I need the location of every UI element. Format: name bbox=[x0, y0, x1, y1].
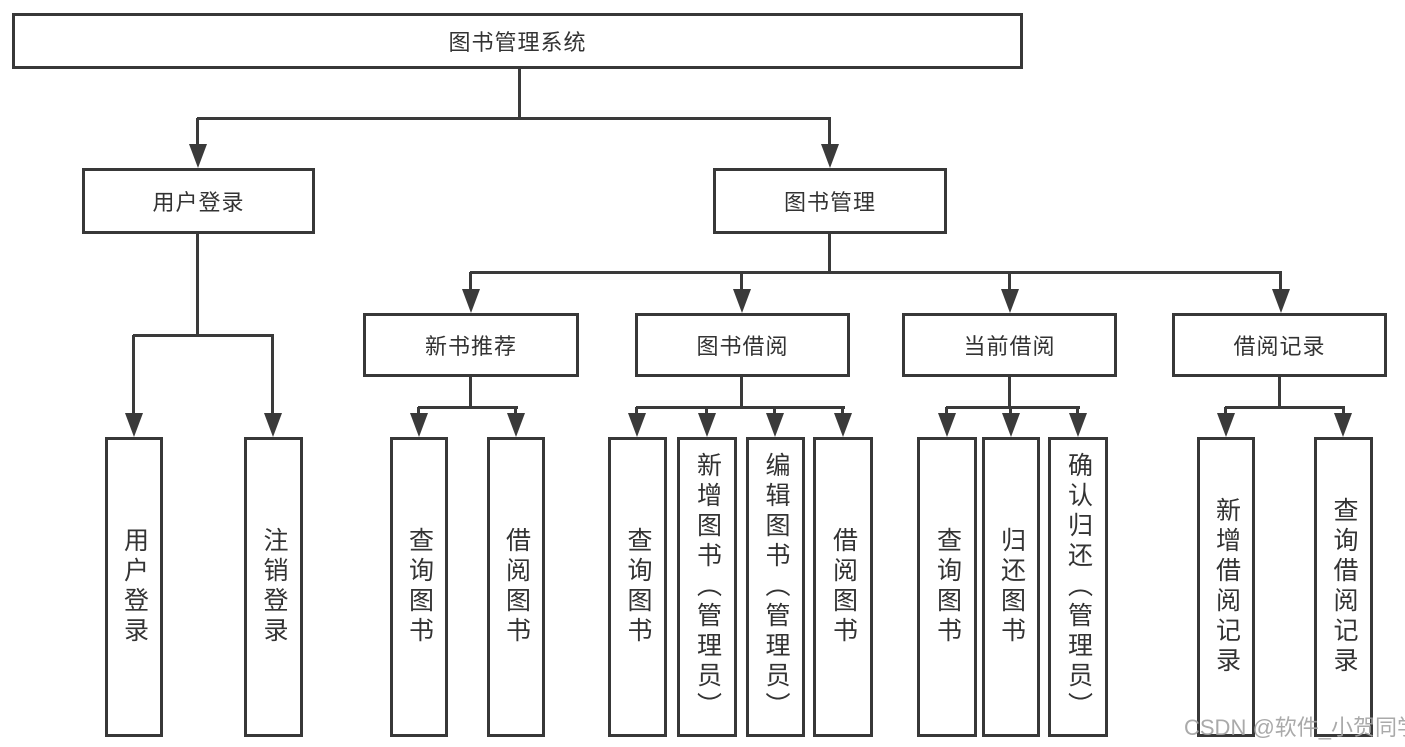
arrow-down-icon bbox=[1334, 413, 1352, 437]
h-line bbox=[418, 406, 518, 409]
leaf-query-book-recommend-label: 查询图书 bbox=[405, 527, 434, 647]
leaf-user-login-label: 用户登录 bbox=[120, 527, 149, 647]
arrow-down-icon bbox=[1272, 289, 1290, 313]
v-line bbox=[1279, 272, 1282, 290]
v-line bbox=[469, 377, 472, 409]
v-line bbox=[132, 335, 135, 415]
leaf-return-book-label: 归还图书 bbox=[997, 527, 1026, 647]
leaf-edit-book: 编辑图书（管理员） bbox=[746, 437, 805, 737]
v-line bbox=[1008, 272, 1011, 290]
arrow-down-icon bbox=[698, 413, 716, 437]
arrow-down-icon bbox=[766, 413, 784, 437]
arrow-down-icon bbox=[733, 289, 751, 313]
leaf-borrow-book-recommend-label: 借阅图书 bbox=[502, 527, 531, 647]
leaf-query-book-recommend: 查询图书 bbox=[390, 437, 448, 737]
arrow-down-icon bbox=[507, 413, 525, 437]
node-current-borrow-label: 当前借阅 bbox=[963, 334, 1056, 359]
leaf-logout-label: 注销登录 bbox=[260, 527, 288, 647]
arrow-down-icon bbox=[1001, 289, 1019, 313]
node-current-borrow: 当前借阅 bbox=[902, 313, 1117, 377]
leaf-query-current-label: 查询图书 bbox=[933, 527, 962, 647]
v-line bbox=[1224, 407, 1227, 417]
h-line bbox=[946, 406, 1080, 409]
leaf-confirm-return-label: 确认归还（管理员） bbox=[1064, 452, 1093, 722]
v-line bbox=[1278, 377, 1281, 409]
v-line bbox=[828, 233, 831, 274]
v-line bbox=[945, 407, 948, 417]
leaf-query-borrow-record: 查询借阅记录 bbox=[1314, 437, 1373, 737]
v-line bbox=[705, 407, 708, 417]
v-line bbox=[417, 407, 420, 417]
arrow-down-icon bbox=[410, 413, 428, 437]
leaf-edit-book-label: 编辑图书（管理员） bbox=[762, 452, 790, 722]
arrow-down-icon bbox=[628, 413, 646, 437]
leaf-borrow-book: 借阅图书 bbox=[813, 437, 873, 737]
node-book-borrow-label: 图书借阅 bbox=[696, 334, 789, 359]
v-line bbox=[1009, 407, 1012, 417]
v-line bbox=[773, 407, 776, 417]
h-line bbox=[636, 406, 845, 409]
v-line bbox=[635, 407, 638, 417]
v-line bbox=[271, 335, 274, 415]
leaf-add-book: 新增图书（管理员） bbox=[677, 437, 737, 737]
node-root-label: 图书管理系统 bbox=[448, 30, 587, 55]
arrow-down-icon bbox=[938, 413, 956, 437]
node-user-login: 用户登录 bbox=[82, 168, 315, 234]
v-line bbox=[518, 68, 521, 120]
arrow-down-icon bbox=[834, 413, 852, 437]
leaf-query-current: 查询图书 bbox=[917, 437, 977, 737]
v-line bbox=[1008, 377, 1011, 409]
arrow-down-icon bbox=[264, 413, 282, 437]
node-borrow-records: 借阅记录 bbox=[1172, 313, 1387, 377]
v-line bbox=[740, 272, 743, 290]
v-line bbox=[1342, 407, 1345, 417]
arrow-down-icon bbox=[189, 144, 207, 168]
v-line bbox=[196, 118, 199, 148]
leaf-user-login: 用户登录 bbox=[105, 437, 163, 737]
arrow-down-icon bbox=[462, 289, 480, 313]
node-book-management: 图书管理 bbox=[713, 168, 947, 234]
h-line bbox=[133, 334, 274, 337]
node-new-book-recommend-label: 新书推荐 bbox=[424, 334, 517, 359]
node-book-borrow: 图书借阅 bbox=[635, 313, 850, 377]
leaf-confirm-return: 确认归还（管理员） bbox=[1048, 437, 1108, 737]
arrow-down-icon bbox=[1217, 413, 1235, 437]
v-line bbox=[828, 118, 831, 148]
node-user-login-label: 用户登录 bbox=[152, 190, 245, 215]
v-line bbox=[841, 407, 844, 417]
h-line bbox=[470, 271, 1282, 274]
leaf-add-book-label: 新增图书（管理员） bbox=[693, 452, 722, 722]
node-borrow-records-label: 借阅记录 bbox=[1233, 334, 1326, 359]
leaf-query-book-borrow-label: 查询图书 bbox=[624, 527, 652, 647]
v-line bbox=[514, 407, 517, 417]
leaf-query-book-borrow: 查询图书 bbox=[608, 437, 667, 737]
h-line bbox=[1225, 406, 1345, 409]
leaf-borrow-book-label: 借阅图书 bbox=[829, 527, 858, 647]
node-root: 图书管理系统 bbox=[12, 13, 1023, 69]
v-line bbox=[740, 377, 743, 409]
arrow-down-icon bbox=[125, 413, 143, 437]
leaf-return-book: 归还图书 bbox=[982, 437, 1040, 737]
csdn-watermark: CSDN @软件_小贺同学 bbox=[1184, 715, 1405, 740]
leaf-add-borrow-record: 新增借阅记录 bbox=[1197, 437, 1255, 737]
leaf-borrow-book-recommend: 借阅图书 bbox=[487, 437, 545, 737]
leaf-query-borrow-record-label: 查询借阅记录 bbox=[1330, 497, 1358, 677]
node-book-management-label: 图书管理 bbox=[783, 190, 876, 215]
arrow-down-icon bbox=[1069, 413, 1087, 437]
leaf-add-borrow-record-label: 新增借阅记录 bbox=[1212, 497, 1241, 677]
arrow-down-icon bbox=[1002, 413, 1020, 437]
h-line bbox=[197, 117, 831, 120]
arrow-down-icon bbox=[821, 144, 839, 168]
v-line bbox=[469, 272, 472, 290]
v-line bbox=[1076, 407, 1079, 417]
node-new-book-recommend: 新书推荐 bbox=[363, 313, 579, 377]
v-line bbox=[196, 233, 199, 337]
leaf-logout: 注销登录 bbox=[244, 437, 303, 737]
